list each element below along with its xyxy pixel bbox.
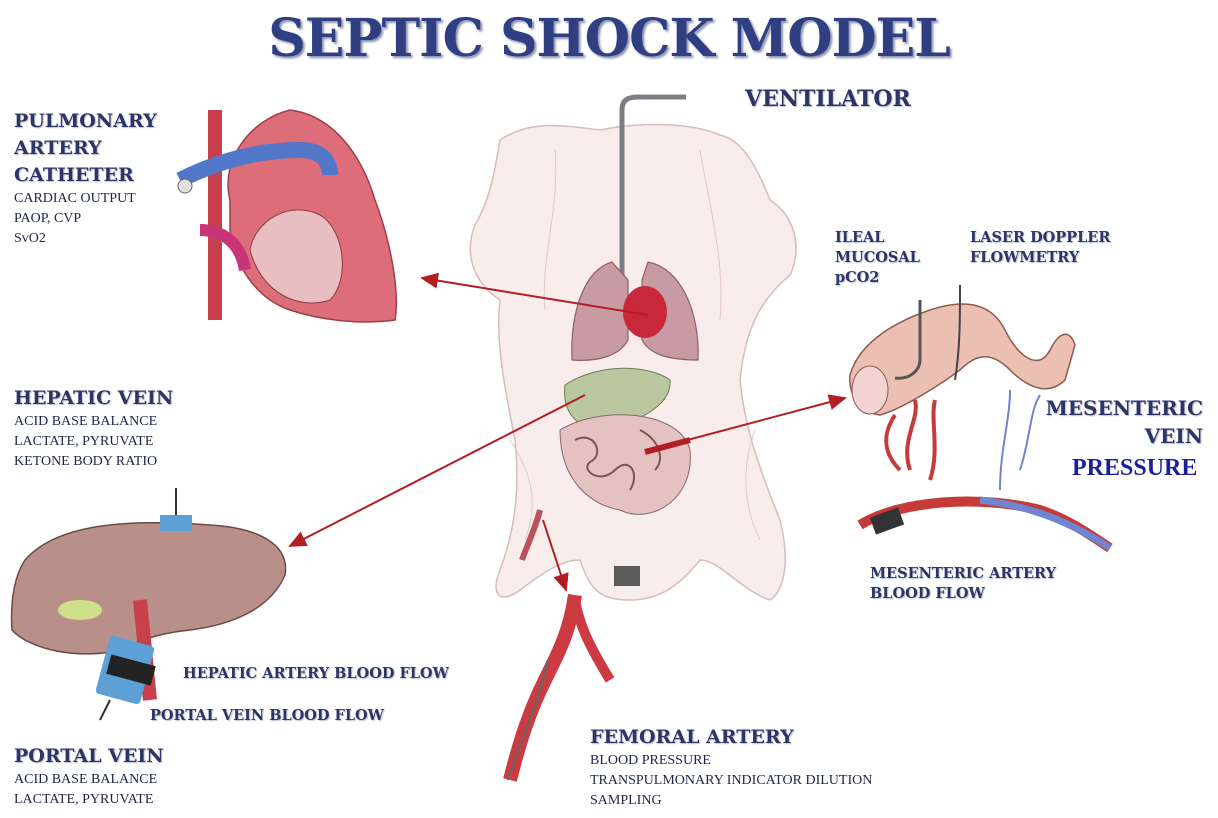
hepatic-measure-1: ACID BASE BALANCE xyxy=(14,412,173,432)
ileal-mucosal-block: ILEAL MUCOSAL pCO2 xyxy=(835,228,920,288)
portal-vein-block: PORTAL VEIN ACID BASE BALANCE LACTATE, P… xyxy=(14,743,164,810)
laser-doppler-block: LASER DOPPLER FLOWMETRY xyxy=(970,228,1110,268)
femoral-measure-3: SAMPLING xyxy=(590,791,872,811)
mesenteric-vein-block: MESENTERIC VEIN xyxy=(1040,394,1203,450)
laser-line-2: FLOWMETRY xyxy=(970,248,1110,268)
pulmonary-measure-3: SvO2 xyxy=(14,229,157,249)
pulmonary-heading-1: PULMONARY xyxy=(14,108,157,135)
portal-measure-1: ACID BASE BALANCE xyxy=(14,770,164,790)
femoral-artery-block: FEMORAL ARTERY BLOOD PRESSURE TRANSPULMO… xyxy=(590,724,872,811)
heart-illustration xyxy=(178,110,396,322)
pig-body xyxy=(470,125,796,600)
portal-measure-2: LACTATE, PYRUVATE xyxy=(14,790,164,810)
hepatic-measure-2: LACTATE, PYRUVATE xyxy=(14,432,173,452)
pulmonary-heading-2: ARTERY xyxy=(14,135,157,162)
diagram-title: SEPTIC SHOCK MODEL xyxy=(0,8,1218,69)
liver-illustration xyxy=(12,488,286,720)
pulmonary-measure-2: PAOP, CVP xyxy=(14,209,157,229)
femoral-heading: FEMORAL ARTERY xyxy=(590,724,872,751)
pulmonary-heading-3: CATHETER xyxy=(14,162,157,189)
hepatic-measure-3: KETONE BODY RATIO xyxy=(14,452,173,472)
portal-heading: PORTAL VEIN xyxy=(14,743,164,770)
mesenteric-artery-line-1: MESENTERIC ARTERY xyxy=(870,564,1056,584)
femoral-measure-2: TRANSPULMONARY INDICATOR DILUTION xyxy=(590,771,872,791)
hepatic-vein-block: HEPATIC VEIN ACID BASE BALANCE LACTATE, … xyxy=(14,385,173,472)
hepatic-artery-flow-label: HEPATIC ARTERY BLOOD FLOW xyxy=(183,664,449,684)
mesenteric-artery-line-2: BLOOD FLOW xyxy=(870,584,1056,604)
ileal-line-1: ILEAL xyxy=(835,228,920,248)
pulmonary-artery-catheter-block: PULMONARY ARTERY CATHETER CARDIAC OUTPUT… xyxy=(14,108,157,249)
mesenteric-artery-block: MESENTERIC ARTERY BLOOD FLOW xyxy=(870,564,1056,604)
mesenteric-vein-line-2: VEIN xyxy=(1040,422,1203,450)
pulmonary-measure-1: CARDIAC OUTPUT xyxy=(14,189,157,209)
ventilator-label: VENTILATOR xyxy=(745,86,911,113)
ileal-line-3: pCO2 xyxy=(835,268,920,288)
portal-vein-flow-label: PORTAL VEIN BLOOD FLOW xyxy=(150,706,384,726)
mesenteric-vein-line-1: MESENTERIC xyxy=(1040,394,1203,422)
laser-line-1: LASER DOPPLER xyxy=(970,228,1110,248)
pressure-label: PRESSURE xyxy=(1072,455,1197,482)
ileal-line-2: MUCOSAL xyxy=(835,248,920,268)
femoral-measure-1: BLOOD PRESSURE xyxy=(590,751,872,771)
hepatic-heading: HEPATIC VEIN xyxy=(14,385,173,412)
